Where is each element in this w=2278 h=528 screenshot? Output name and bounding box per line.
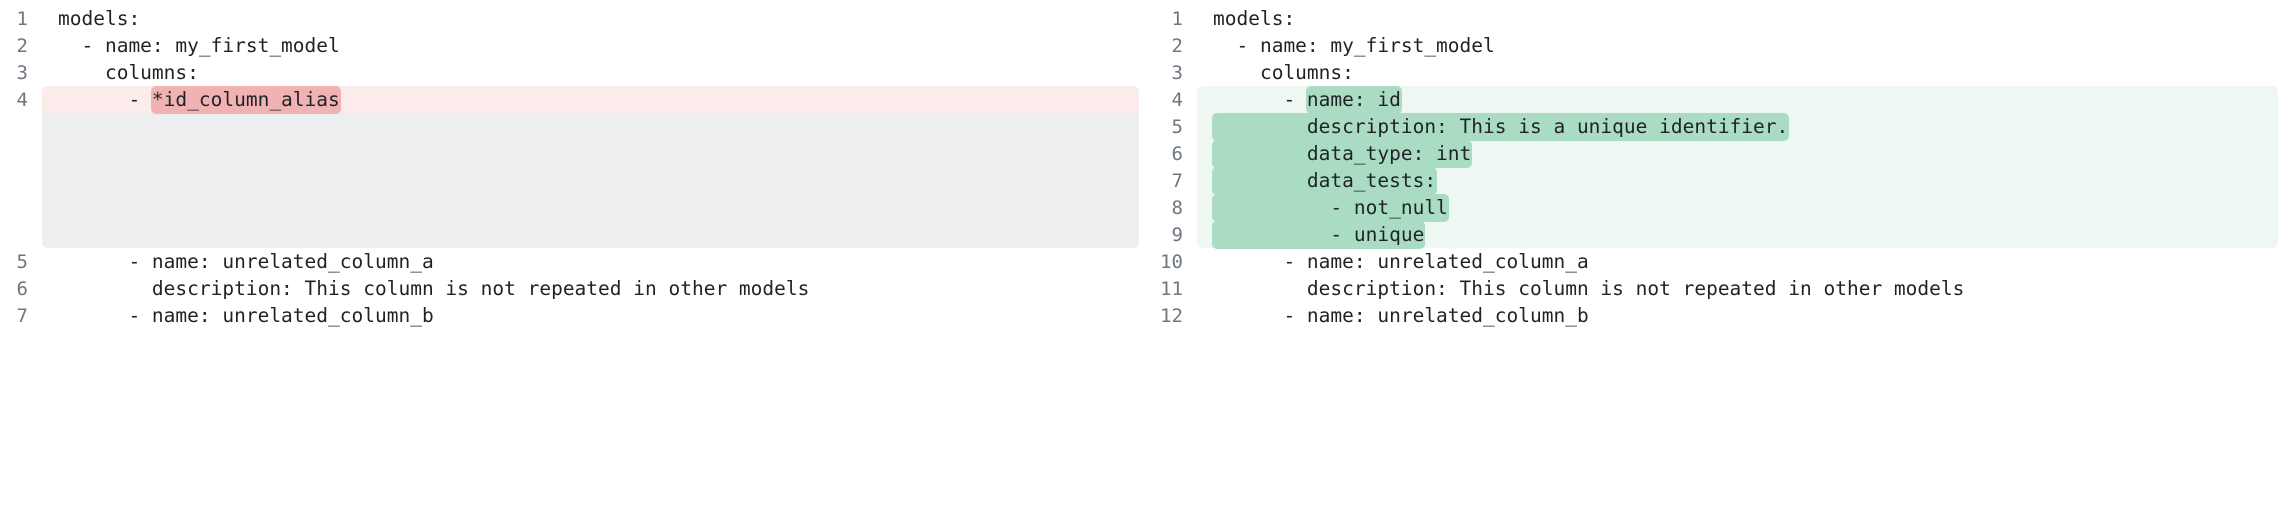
line-number: 4 (16, 89, 28, 111)
line-number: 9 (1171, 224, 1183, 246)
diff-placeholder-row (0, 113, 1139, 140)
inline-addition-highlight: data_type: int (1212, 140, 1473, 168)
line-number: 6 (1171, 143, 1183, 165)
line-number: 5 (1171, 116, 1183, 138)
diff-line-row: 10 - name: unrelated_column_a (1139, 248, 2278, 275)
diff-line-row: 1 models: (1139, 5, 2278, 32)
inline-deletion-highlight: *id_column_alias (150, 86, 341, 114)
diff-line-row: 3 columns: (0, 59, 1139, 86)
line-number: 10 (1160, 251, 1183, 273)
line-number: 12 (1160, 305, 1183, 327)
inline-addition-highlight: description: This is a unique identifier… (1212, 113, 1790, 141)
code-segment-plain: - (1213, 88, 1307, 111)
diff-line-row: 1 models: (0, 5, 1139, 32)
diff-line-row: 3 columns: (1139, 59, 2278, 86)
diff-line-row: 5 - name: unrelated_column_a (0, 248, 1139, 275)
line-number: 3 (1171, 62, 1183, 84)
diff-line-row: 2 - name: my_first_model (0, 32, 1139, 59)
line-number: 1 (16, 8, 28, 30)
code-line-text: columns: (1213, 61, 1354, 84)
code-line-text: - name: unrelated_column_a (58, 250, 434, 273)
inline-addition-highlight: - unique (1212, 221, 1426, 249)
line-number: 4 (1171, 89, 1183, 111)
diff-line-row: 8 - not_null (1139, 194, 2278, 222)
code-line-text: models: (1213, 7, 1296, 30)
inline-addition-highlight: name: id (1305, 86, 1402, 114)
inline-addition-highlight: - not_null (1212, 194, 1449, 222)
code-line-text: - *id_column_alias (42, 86, 1139, 114)
code-line-text: description: This is a unique identifier… (1197, 113, 2278, 141)
line-number: 8 (1171, 197, 1183, 219)
line-number: 1 (1171, 8, 1183, 30)
code-line-text: models: (58, 7, 141, 30)
line-number: 7 (16, 305, 28, 327)
code-line-text: description: This column is not repeated… (58, 277, 810, 300)
diff-placeholder-row (0, 167, 1139, 194)
line-number: 5 (16, 251, 28, 273)
code-line-text: - name: id (1197, 86, 2278, 114)
code-line-text: - unique (1197, 221, 2278, 249)
code-line-text: data_type: int (1197, 140, 2278, 168)
diff-line-row: 2 - name: my_first_model (1139, 32, 2278, 59)
diff-placeholder-row (0, 221, 1139, 248)
line-number: 2 (16, 35, 28, 57)
code-line-text: description: This column is not repeated… (1213, 277, 1965, 300)
line-number: 2 (1171, 35, 1183, 57)
diff-placeholder-row (0, 140, 1139, 167)
code-line-text: - name: unrelated_column_b (1213, 304, 1589, 327)
code-line-text: - not_null (1197, 194, 2278, 222)
diff-line-row: 7 - name: unrelated_column_b (0, 302, 1139, 329)
code-line-text: - name: unrelated_column_a (1213, 250, 1589, 273)
code-segment-plain: - (58, 88, 152, 111)
code-line-text: data_tests: (1197, 167, 2278, 195)
diff-placeholder-row (0, 194, 1139, 221)
diff-line-row: 12 - name: unrelated_column_b (1139, 302, 2278, 329)
code-line-text: - name: my_first_model (1213, 34, 1495, 57)
diff-line-row: 7 data_tests: (1139, 167, 2278, 195)
code-line-text: - name: my_first_model (58, 34, 340, 57)
inline-addition-highlight: data_tests: (1212, 167, 1438, 195)
diff-line-row: 6 description: This column is not repeat… (0, 275, 1139, 302)
code-line-text: columns: (58, 61, 199, 84)
line-number: 6 (16, 278, 28, 300)
line-number: 11 (1160, 278, 1183, 300)
diff-line-row: 9 - unique (1139, 221, 2278, 249)
diff-line-row: 4 - *id_column_alias (0, 86, 1139, 114)
code-line-text: - name: unrelated_column_b (58, 304, 434, 327)
line-number: 7 (1171, 170, 1183, 192)
diff-line-row: 11 description: This column is not repea… (1139, 275, 2278, 302)
diff-line-row: 6 data_type: int (1139, 140, 2278, 168)
line-number: 3 (16, 62, 28, 84)
diff-line-row: 5 description: This is a unique identifi… (1139, 113, 2278, 141)
diff-line-row: 4 - name: id (1139, 86, 2278, 114)
